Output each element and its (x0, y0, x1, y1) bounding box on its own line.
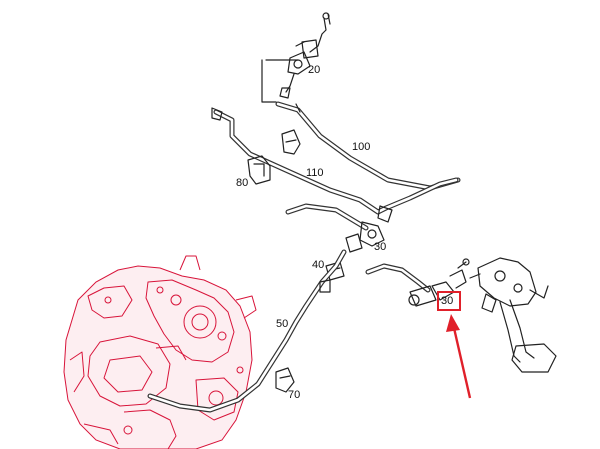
part-label-30-lower: 30 (441, 295, 453, 307)
part-label-20: 20 (308, 64, 320, 76)
part-label-80: 80 (236, 177, 248, 189)
part-label-50: 50 (276, 318, 288, 330)
pipe-50 (147, 249, 347, 413)
highlight-arrow-shaft (452, 327, 472, 399)
pipe-110 (211, 107, 459, 215)
hose-lower (365, 263, 431, 293)
transmission-housing (63, 255, 257, 449)
master-cylinder-20 (261, 12, 331, 103)
part-label-70: 70 (288, 389, 300, 401)
part-label-30-upper: 30 (374, 241, 386, 253)
clip-part (281, 129, 301, 155)
highlight-annotation (437, 291, 472, 399)
highlight-arrow-head (446, 314, 460, 332)
part-label-110: 110 (306, 167, 324, 179)
clutch-pedal-assembly (469, 257, 557, 373)
highlight-box (437, 291, 461, 311)
part-label-100: 100 (352, 141, 370, 153)
part-label-40: 40 (312, 259, 324, 271)
bracket-80 (247, 155, 271, 185)
bracket-70 (275, 367, 295, 393)
hose-upper (285, 203, 393, 253)
